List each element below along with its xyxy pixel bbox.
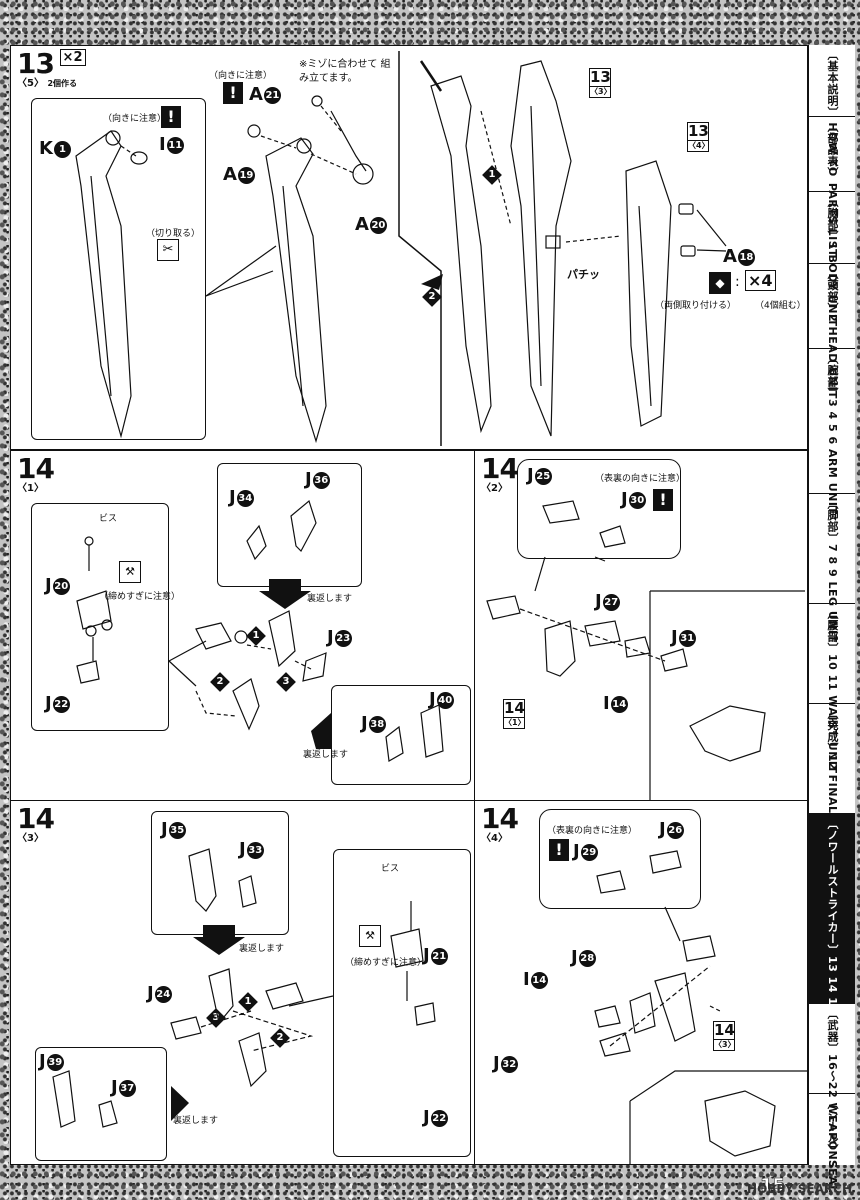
tight-note: （締めすぎに注意） [99,592,181,602]
watermark-footer: HOBBY SEARCH [747,1182,852,1196]
screw-label: ビス [99,514,118,524]
warning-icon: ! [653,489,673,511]
both-sides-note: （両側取り付ける） [655,301,737,311]
step-14-2-header: 14 〈2〉 [481,452,519,495]
step-13-drawings [75,51,727,446]
click-sound: パチッ [567,268,600,281]
flip-subbox-top [217,463,362,587]
step-14-4-header: 14 〈4〉 [481,802,519,845]
sidebar-item-waist[interactable]: 〔腰部〕10 11 WAIST UNIT [809,604,855,774]
groove-note: ※ミゾに合わせて 組み立てます。 [299,59,391,84]
flip-note-2: 裏返します [173,1116,219,1126]
step-sub: 〈5〉 [17,78,44,89]
step-14-2-drawings [486,500,805,801]
step-14-3-header: 14 〈3〉 [17,802,55,845]
warning-icon: ! [161,106,181,128]
sidebar-item-body[interactable]: 〔胸部〕1 BODY UNIT [809,192,855,327]
flip-note: 裏返します [239,944,285,954]
ref-tag-13-4: 13〈4〉 [687,122,710,152]
tight-note: （締めすぎに注意） [345,958,427,968]
step-13-header: 13 ×2 〈5〉 2個作る [17,47,86,89]
step-14-1-drawings [76,499,444,762]
times-four: ×4 [745,270,776,291]
ref-tag-13-3: 13〈3〉 [589,68,612,98]
side-note: （表裏の向きに注意） [595,474,686,484]
section-sidebar: 〔基本説明〕 HOW TO 〔部品表〕 PARTS LIST 〔胸部〕1 BOD… [808,45,855,1193]
sidebar-item-howto[interactable]: 〔基本説明〕 HOW TO [809,45,855,177]
step-14-1-header: 14 〈1〉 [17,452,55,495]
nipper-icon: ✂ [157,239,179,261]
four-sets-note: （4個組む） [755,301,806,311]
sidebar-item-final[interactable]: 〔完成〕12 FINAL ASSEMBLE [809,704,855,887]
warning-icon: ! [549,839,569,861]
direction-note: （向きに注意） [103,114,167,124]
screw-subbox [333,849,471,1157]
step-14-3-drawings [52,848,436,1128]
cut-note: （切り取る） [146,229,201,239]
side-note: （表裏の向きに注意） [547,826,638,836]
sidebar-item-partslist[interactable]: 〔部品表〕 PARTS LIST [809,117,855,257]
ref-tag-14-3: 14〈3〉 [713,1021,736,1051]
page-number: 15 [760,1175,786,1197]
sidebar-item-head[interactable]: 〔頭部〕2 HEAD UNIT [809,264,855,399]
step-multiplier: ×2 [59,49,86,66]
both-sides-icon: ◆ [709,272,731,294]
sidebar-item-seal[interactable]: 〔シール〕 SEAL [826,1098,839,1193]
step-number: 13 [17,47,55,80]
step-14-4-drawings [594,850,807,1164]
flip-note: 裏返します [307,594,353,604]
sidebar-item-weapons[interactable]: 〔武器〕16〜22 WEAPONS [809,1004,855,1169]
ref-tag-14-1: 14〈1〉 [503,699,526,729]
screw-subbox [31,503,169,731]
flip-note-2: 裏返します [303,750,349,760]
screwdriver-icon: ⚒ [359,925,381,947]
screw-label: ビス [381,864,400,874]
sidebar-item-leg[interactable]: 〔脚部〕7 8 9 LEG UNIT [809,494,855,643]
sidebar-item-arm[interactable]: 〔腕部〕3 4 5 6 ARM UNIT [809,349,855,514]
warning-icon-2: ! [223,82,243,104]
sidebar-item-noir-striker[interactable]: 〔ノワールストライカー〕13 14 15 NOIR STRIKER UNIT [809,814,855,1147]
colon: : [735,274,740,290]
direction-note-2: （向きに注意） [209,71,273,81]
step-sub-note: 2個作る [47,79,78,88]
screwdriver-icon: ⚒ [119,561,141,583]
